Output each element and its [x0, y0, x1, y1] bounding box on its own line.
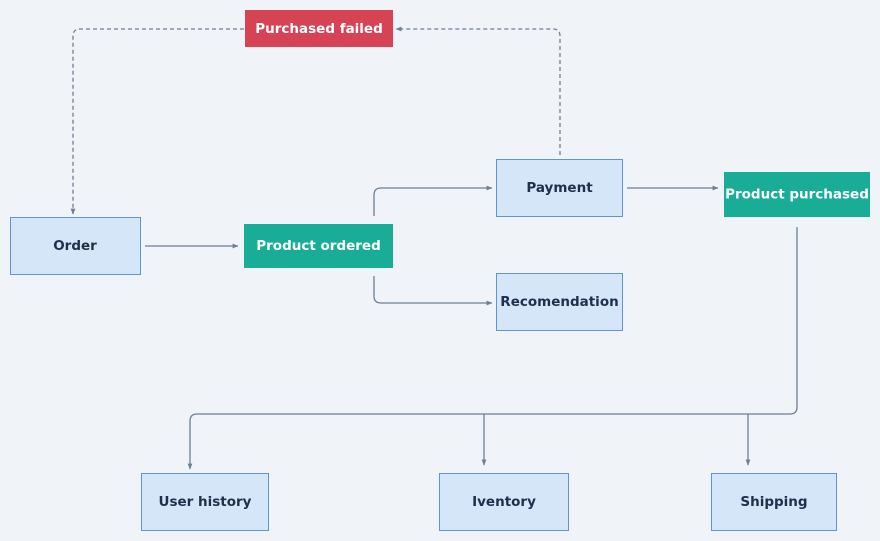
connectors — [70, 26, 798, 470]
edge-product-ordered-to-payment — [373, 185, 493, 216]
order-box — [10, 217, 141, 275]
node-shipping[interactable]: Shipping — [711, 473, 837, 531]
node-recomendation[interactable]: Recomendation — [496, 273, 623, 331]
node-order[interactable]: Order — [10, 217, 141, 275]
iventory-box — [439, 473, 569, 531]
payment-label: Payment — [526, 180, 593, 196]
node-purchased-failed[interactable]: Purchased failed — [245, 10, 393, 47]
recomendation-box — [496, 273, 623, 331]
shipping-box — [711, 473, 837, 531]
iventory-label: Iventory — [472, 494, 536, 510]
purchased-failed-box — [245, 10, 393, 47]
edge-product-ordered-to-recomendation — [373, 276, 493, 306]
purchased-failed-label: Purchased failed — [255, 21, 383, 37]
edge-product-purchased-fanout — [187, 227, 798, 470]
recomendation-label: Recomendation — [500, 294, 618, 310]
edge-purchased-failed-to-order — [70, 28, 244, 215]
order-label: Order — [53, 238, 97, 254]
product-ordered-label: Product ordered — [256, 238, 381, 254]
product-purchased-box — [724, 172, 870, 217]
user-history-box — [141, 473, 269, 531]
node-product-purchased[interactable]: Product purchased — [724, 172, 870, 217]
node-iventory[interactable]: Iventory — [439, 473, 569, 531]
edge-payment-to-purchased-failed — [395, 26, 561, 155]
product-ordered-box — [244, 224, 393, 268]
node-product-ordered[interactable]: Product ordered — [244, 224, 393, 268]
user-history-label: User history — [159, 494, 252, 510]
payment-box — [496, 159, 623, 217]
product-purchased-label: Product purchased — [725, 187, 869, 203]
node-user-history[interactable]: User history — [141, 473, 269, 531]
shipping-label: Shipping — [740, 494, 807, 510]
node-payment[interactable]: Payment — [496, 159, 623, 217]
